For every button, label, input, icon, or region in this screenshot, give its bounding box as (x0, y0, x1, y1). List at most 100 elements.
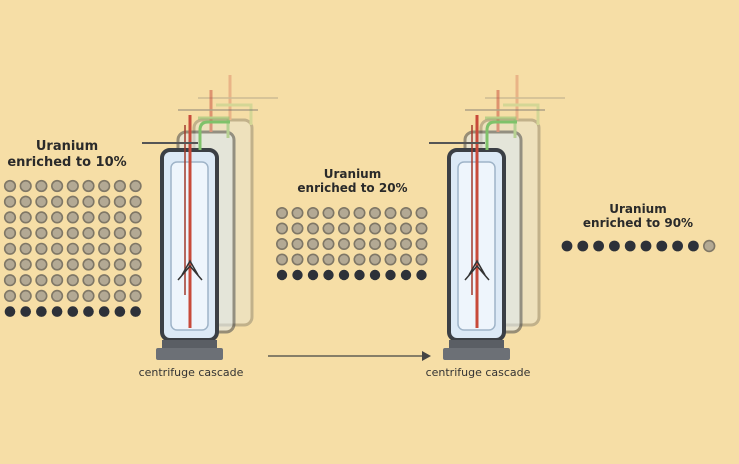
depleted-atom (19, 226, 32, 240)
depleted-atom (322, 222, 335, 235)
enriched-atom (98, 306, 110, 317)
depleted-atom (113, 274, 126, 287)
depleted-atom (66, 258, 79, 271)
enriched-atom (369, 269, 381, 281)
depleted-atom (113, 289, 126, 302)
depleted-atom (369, 207, 382, 219)
depleted-atom (129, 258, 142, 271)
stage-3-label-line1: Uranium (609, 202, 667, 216)
enriched-atom (609, 240, 620, 252)
depleted-atom (276, 237, 288, 250)
stage-2-label-line1: Uranium (323, 167, 382, 181)
depleted-atom (3, 258, 17, 271)
depleted-atom (19, 289, 32, 302)
depleted-atom (19, 179, 32, 193)
enriched-atom (67, 306, 79, 317)
depleted-atom (338, 237, 351, 250)
depleted-atom (35, 242, 48, 255)
depleted-atom (82, 274, 95, 287)
depleted-atom (291, 222, 304, 235)
depleted-atom (50, 242, 64, 255)
stage-2-label-line2: enriched to 20% (297, 181, 408, 196)
depleted-atom (82, 258, 95, 271)
depleted-atom (50, 289, 64, 302)
depleted-atom (98, 289, 111, 302)
depleted-atom (35, 274, 48, 287)
depleted-atom (306, 253, 319, 266)
depleted-atom (369, 253, 382, 266)
enriched-atom (640, 240, 652, 252)
depleted-atom (3, 289, 17, 302)
depleted-atom (338, 253, 351, 266)
depleted-atom (50, 211, 64, 224)
depleted-atom (129, 289, 142, 302)
depleted-atom (35, 258, 48, 271)
depleted-atom (129, 179, 142, 193)
depleted-atom (129, 195, 142, 208)
depleted-atom (113, 195, 126, 208)
stage-3-atoms (561, 239, 716, 253)
enriched-atom (354, 269, 365, 281)
depleted-atom (400, 207, 413, 219)
depleted-atom (98, 179, 111, 193)
depleted-atom (369, 237, 382, 250)
centrifuge-caption-2: centrifuge cascade (425, 366, 531, 379)
enriched-atom (624, 240, 636, 252)
depleted-atom (384, 253, 397, 266)
depleted-atom (98, 242, 111, 255)
depleted-atom (82, 179, 95, 193)
depleted-atom (35, 211, 48, 224)
depleted-atom (113, 179, 126, 193)
depleted-atom (369, 222, 382, 235)
enriched-atom (416, 269, 427, 281)
depleted-atom (129, 211, 142, 224)
depleted-atom (66, 289, 79, 302)
enriched-atom (292, 269, 303, 281)
depleted-atom (82, 211, 95, 224)
depleted-atom (66, 242, 79, 255)
depleted-atom (384, 207, 397, 219)
depleted-atom (291, 237, 304, 250)
depleted-atom (306, 222, 319, 235)
depleted-atom (3, 195, 17, 208)
enriched-atom (130, 306, 141, 317)
depleted-atom (66, 274, 79, 287)
depleted-atom (50, 195, 64, 208)
stage-3-label-line2: enriched to 90% (582, 216, 694, 231)
depleted-atom (400, 237, 413, 250)
depleted-atom (66, 211, 79, 224)
stage-2-atoms (276, 207, 428, 281)
depleted-atom (276, 207, 288, 219)
enriched-atom (385, 269, 396, 281)
depleted-atom (50, 274, 64, 287)
depleted-atom (82, 226, 95, 240)
depleted-atom (82, 289, 95, 302)
enriched-atom (323, 269, 334, 281)
depleted-atom (384, 222, 397, 235)
enriched-atom (4, 306, 16, 317)
stage-1-label-line2: enriched to 10% (7, 154, 127, 170)
enriched-atom (307, 269, 319, 281)
stage-1-label-line1: Uranium (35, 139, 99, 154)
stage-3-label: Uranium enriched to 90% (568, 202, 708, 231)
depleted-atom (415, 222, 428, 235)
depleted-atom (322, 237, 335, 250)
enriched-atom (276, 269, 288, 281)
centrifuge-main (429, 115, 517, 360)
depleted-atom (353, 222, 366, 235)
depleted-atom (98, 211, 111, 224)
depleted-atom (129, 242, 142, 255)
depleted-atom (66, 195, 79, 208)
depleted-atom (306, 207, 319, 219)
depleted-atom (276, 222, 288, 235)
depleted-atom (400, 253, 413, 266)
depleted-atom (50, 226, 64, 240)
depleted-atom (50, 179, 64, 193)
depleted-atom (400, 222, 413, 235)
depleted-atom (353, 207, 366, 219)
stage-2-label: Uranium enriched to 20% (285, 167, 420, 196)
depleted-atom (322, 207, 335, 219)
enriched-atom (51, 306, 63, 317)
depleted-atom (19, 195, 32, 208)
enriched-atom (20, 306, 32, 317)
